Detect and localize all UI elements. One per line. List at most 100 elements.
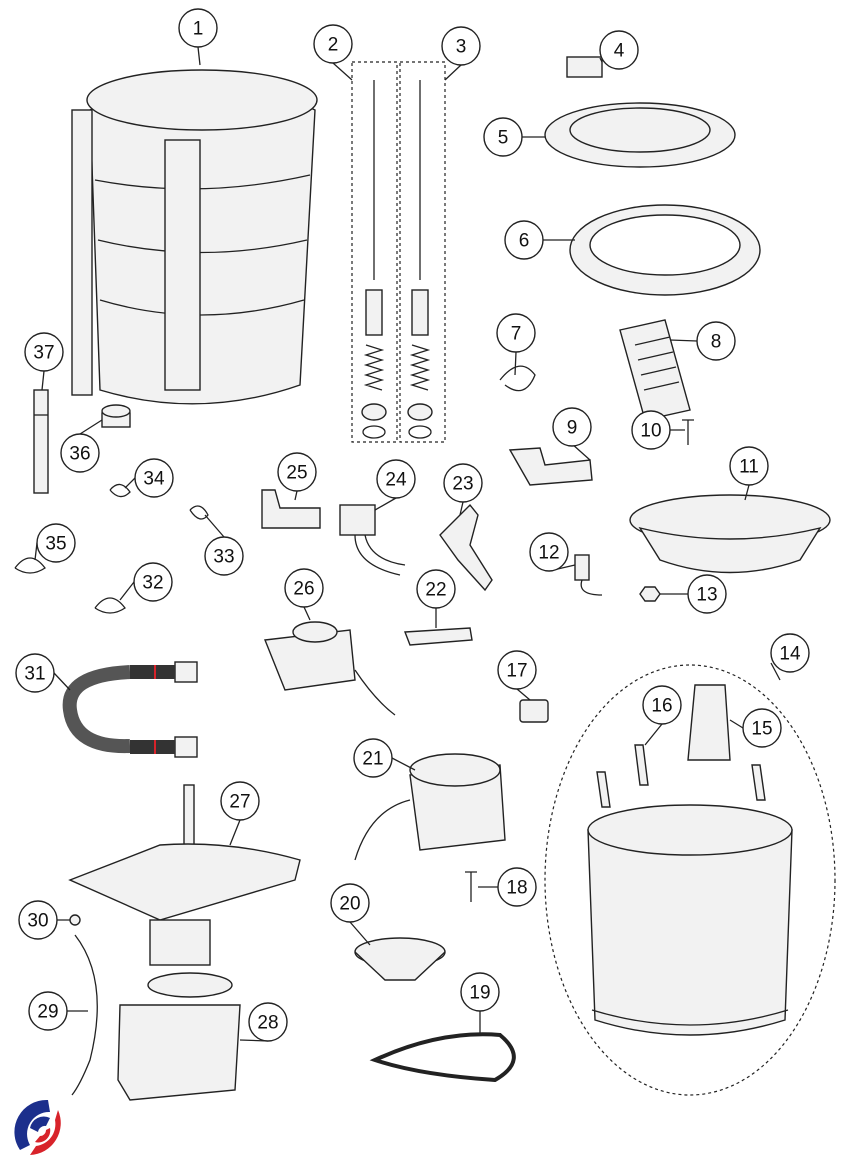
inlet-hose-part — [62, 661, 198, 758]
motor-pulley-part — [354, 937, 446, 981]
callout-number: 15 — [751, 719, 772, 740]
callout-number: 33 — [213, 547, 234, 568]
callout-6: 6 — [504, 220, 544, 260]
suspension-rod-parts — [351, 61, 446, 443]
connector-part — [519, 699, 549, 723]
strip-part — [33, 389, 49, 494]
callout-circle — [742, 708, 782, 748]
lever-part — [439, 503, 493, 592]
callout-9: 9 — [552, 407, 592, 447]
callout-circle — [36, 523, 76, 563]
callout-number: 2 — [328, 35, 339, 56]
callout-7: 7 — [496, 313, 536, 353]
callout-number: 19 — [469, 983, 490, 1004]
callout-27: 27 — [220, 781, 260, 821]
callout-11: 11 — [729, 446, 769, 486]
washer-part — [69, 914, 81, 926]
callout-4: 4 — [599, 30, 639, 70]
callout-33: 33 — [204, 536, 244, 576]
callout-circle — [599, 30, 639, 70]
callout-circle — [529, 532, 569, 572]
callout-circle — [60, 433, 100, 473]
ground-wire-part — [71, 934, 98, 1096]
callout-circle — [443, 463, 483, 503]
callout-circle — [642, 685, 682, 725]
drive-motor-part — [354, 753, 506, 861]
callout-number: 30 — [27, 911, 48, 932]
callout-number: 27 — [229, 792, 250, 813]
callout-number: 11 — [739, 457, 759, 478]
callout-circle — [277, 452, 317, 492]
callout-number: 25 — [286, 463, 307, 484]
callout-circle — [483, 117, 523, 157]
callout-19: 19 — [460, 972, 500, 1012]
callout-number: 4 — [614, 41, 625, 62]
wash-basket-part — [544, 664, 836, 1096]
callout-1: 1 — [178, 8, 218, 48]
callout-37: 37 — [24, 332, 64, 372]
callout-circle — [220, 781, 260, 821]
callout-20: 20 — [330, 883, 370, 923]
callout-circle — [284, 568, 324, 608]
callout-21: 21 — [353, 738, 393, 778]
callout-2: 2 — [313, 24, 353, 64]
drain-pump-part — [264, 621, 396, 716]
callout-36: 36 — [60, 433, 100, 473]
callout-number: 8 — [711, 332, 722, 353]
callout-circle — [353, 738, 393, 778]
callout-29: 29 — [28, 991, 68, 1031]
callout-circle — [631, 410, 671, 450]
callout-number: 22 — [425, 580, 446, 601]
callout-circle — [770, 633, 810, 673]
callout-24: 24 — [376, 459, 416, 499]
callout-number: 7 — [511, 324, 522, 345]
callout-circle — [552, 407, 592, 447]
callout-number: 17 — [506, 661, 527, 682]
callout-circle — [15, 653, 55, 693]
tub-cover-part — [544, 102, 736, 168]
callout-14: 14 — [770, 633, 810, 673]
callout-number: 36 — [69, 444, 90, 465]
transmission-part — [68, 784, 301, 998]
callout-circle — [28, 991, 68, 1031]
callout-circle — [376, 459, 416, 499]
callout-number: 3 — [456, 37, 467, 58]
baffle-part — [687, 684, 731, 761]
mounting-bracket-part — [117, 1004, 241, 1101]
nut-part — [639, 586, 661, 602]
callout-number: 24 — [385, 470, 407, 491]
callout-circle — [134, 458, 174, 498]
callout-23: 23 — [443, 463, 483, 503]
callout-25: 25 — [277, 452, 317, 492]
callout-number: 32 — [142, 573, 163, 594]
balance-ring-part — [569, 204, 761, 296]
callout-10: 10 — [631, 410, 671, 450]
callout-5: 5 — [483, 117, 523, 157]
screw-part — [682, 419, 694, 445]
callout-number: 37 — [33, 343, 54, 364]
callout-circle — [313, 24, 353, 64]
callout-circle — [696, 321, 736, 361]
callout-number: 35 — [45, 534, 66, 555]
callout-32: 32 — [133, 562, 173, 602]
callout-number: 12 — [538, 543, 559, 564]
clamp-part — [499, 365, 536, 392]
callout-number: 6 — [519, 231, 530, 252]
callout-circle — [24, 332, 64, 372]
callout-circle — [133, 562, 173, 602]
callout-26: 26 — [284, 568, 324, 608]
callout-16: 16 — [642, 685, 682, 725]
callout-circle — [178, 8, 218, 48]
callout-18: 18 — [497, 867, 537, 907]
callout-number: 1 — [193, 19, 204, 40]
callout-number: 26 — [293, 579, 314, 600]
callout-circle — [687, 574, 727, 614]
callout-number: 5 — [498, 128, 509, 149]
callout-34: 34 — [134, 458, 174, 498]
basket-clip-parts — [596, 744, 766, 808]
elbow-hose-part — [261, 489, 321, 529]
callout-circle — [441, 26, 481, 66]
callout-number: 23 — [452, 474, 473, 495]
callout-number: 13 — [696, 585, 717, 606]
